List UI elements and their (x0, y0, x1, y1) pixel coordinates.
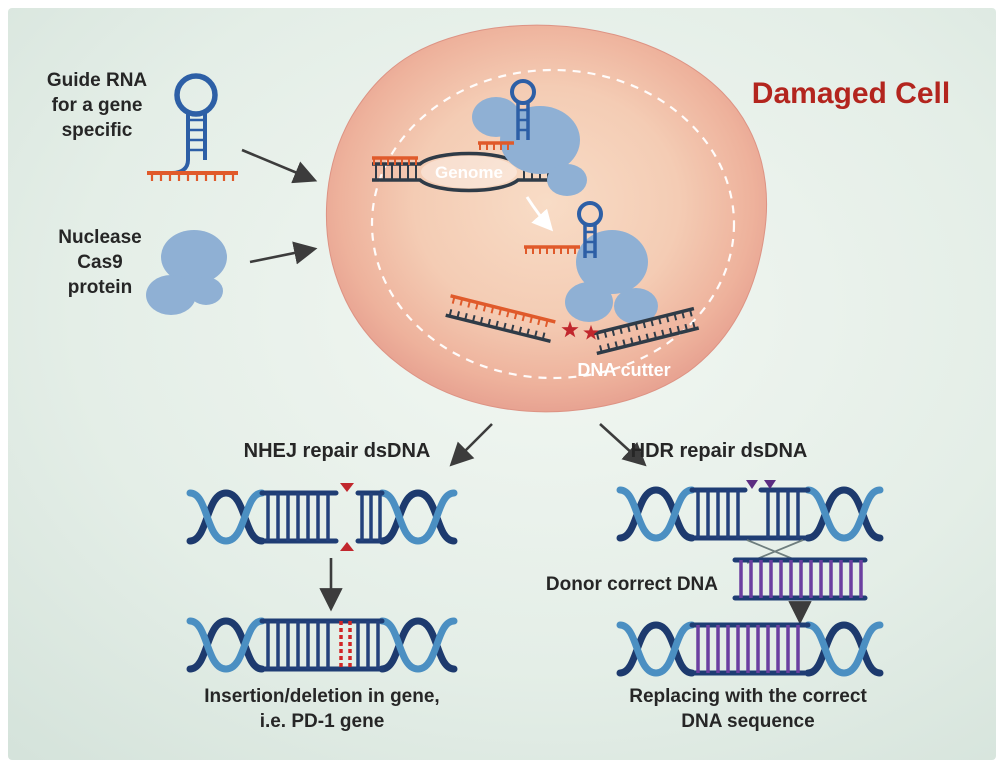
nuclease-label-line2: Cas9 (77, 252, 122, 273)
nhej-caption-line1: Insertion/deletion in gene, (204, 686, 439, 707)
page-title: Damaged Cell (752, 77, 950, 110)
damaged-cell: Genome (325, 24, 768, 413)
guide-rna-icon (147, 73, 238, 181)
nucleus-membrane (370, 68, 736, 380)
donor-dna-label: Donor correct DNA (546, 574, 718, 595)
nhej-helix-broken (190, 483, 454, 551)
arrow-cas9-binding (525, 196, 554, 232)
arrow-cell-to-hdr (599, 423, 647, 467)
cut-dna-right (591, 306, 700, 356)
cell-membrane (325, 24, 768, 413)
hdr-helix-broken (620, 480, 880, 538)
hdr-helix-repaired (620, 625, 880, 673)
arrow-guide-rna-to-cell (241, 148, 318, 184)
cut-dna-left (445, 294, 556, 344)
break-marker-top (340, 483, 354, 492)
guide-rna-label-line1: Guide RNA (47, 70, 148, 91)
guide-rna-label-line2: for a gene (52, 95, 143, 116)
hdr-caption-line2: DNA sequence (681, 711, 814, 732)
donor-dna (732, 557, 868, 601)
nhej-title: NHEJ repair dsDNA (244, 440, 431, 462)
hdr-break-marker-1 (746, 480, 758, 489)
cas9-complex-top (472, 79, 587, 196)
cas9-complex-cutting (524, 201, 658, 324)
nuclease-label-line3: protein (68, 277, 132, 298)
genome-label: Genome (435, 163, 503, 182)
arrow-cas9-to-cell (249, 241, 318, 265)
nuclease-cas9-label: Nuclease Cas9 protein (58, 227, 141, 298)
cas9-protein-icon (146, 230, 227, 315)
nuclease-label-line1: Nuclease (58, 227, 141, 248)
nhej-caption-line2: i.e. PD-1 gene (260, 711, 385, 732)
hdr-break-marker-2 (764, 480, 776, 489)
dna-cutter-label: DNA cutter (577, 360, 670, 380)
hdr-caption-line1: Replacing with the correct (629, 686, 867, 707)
hdr-title: HDR repair dsDNA (631, 440, 808, 462)
indel-marker (339, 621, 352, 669)
hdr-pathway: HDR repair dsDNA Donor correct DNA (546, 440, 880, 732)
arrow-cell-to-nhej (449, 423, 493, 467)
nhej-helix-repaired (190, 621, 454, 669)
guide-rna-label: Guide RNA for a gene specific (47, 70, 148, 141)
break-marker-bottom (340, 542, 354, 551)
nhej-pathway: NHEJ repair dsDNA Insertion/deletion in … (190, 440, 454, 732)
guide-rna-label-line3: specific (62, 120, 133, 141)
